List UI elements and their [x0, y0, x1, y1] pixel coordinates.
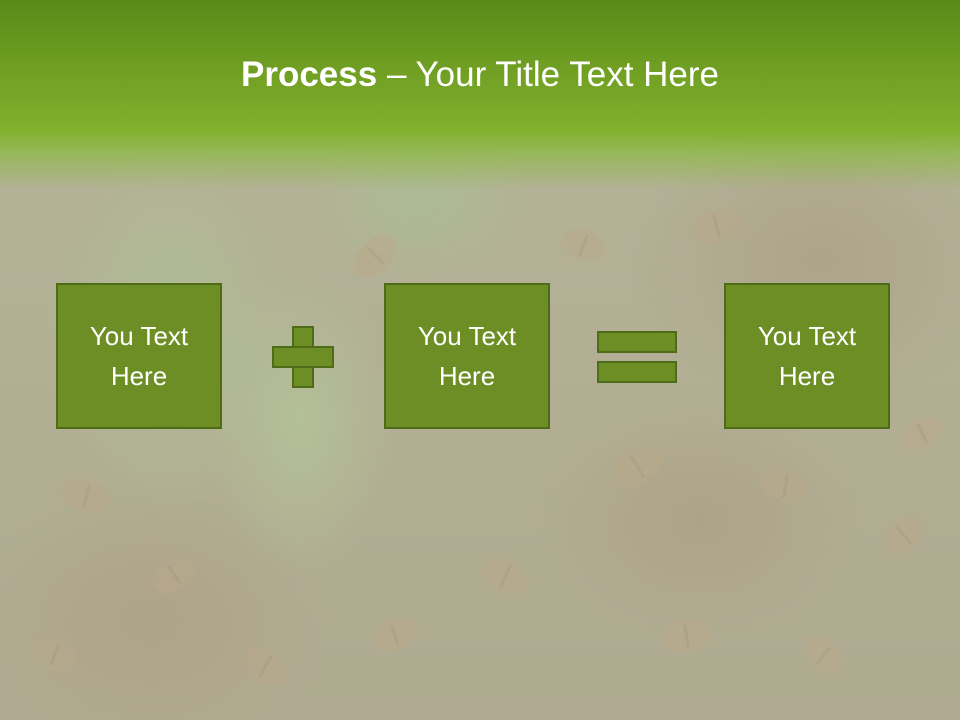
title-band	[0, 0, 960, 190]
result-box: You Text Here	[724, 283, 890, 429]
result-text: You Text Here	[757, 321, 857, 391]
equals-icon	[597, 331, 677, 383]
title-bold: Process	[241, 55, 378, 94]
step-text: You Text Here	[89, 321, 189, 391]
step-text: You Text Here	[417, 321, 517, 391]
title-rest: – Your Title Text Here	[377, 55, 719, 94]
plus-icon	[272, 326, 334, 388]
slide-title: Process – Your Title Text Here	[0, 52, 960, 98]
process-step-box: You Text Here	[56, 283, 222, 429]
process-step-box: You Text Here	[384, 283, 550, 429]
